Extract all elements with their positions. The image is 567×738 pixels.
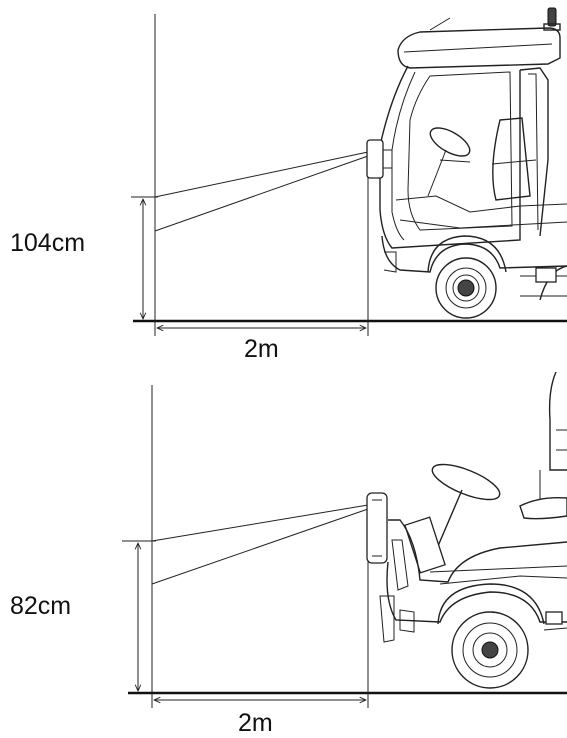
open-vehicle bbox=[366, 371, 567, 689]
beacon-light bbox=[547, 7, 557, 27]
cab-vehicle bbox=[366, 7, 567, 319]
distance-dimension bbox=[154, 156, 369, 336]
distance-label: 2m bbox=[244, 335, 279, 363]
height-dimension bbox=[131, 196, 158, 319]
light-beam bbox=[154, 151, 369, 232]
headlight bbox=[366, 492, 388, 564]
height-label: 82cm bbox=[10, 592, 71, 620]
height-dimension bbox=[122, 540, 156, 691]
height-label: 104cm bbox=[10, 229, 85, 257]
distance-dimension bbox=[151, 508, 369, 708]
panel-bottom: 82cm 2m bbox=[10, 371, 567, 737]
panel-top: 104cm 2m bbox=[10, 7, 567, 363]
headlight bbox=[366, 139, 384, 179]
front-wheel bbox=[435, 257, 497, 319]
light-beam bbox=[151, 504, 369, 585]
distance-label: 2m bbox=[238, 709, 273, 737]
front-wheel bbox=[451, 611, 529, 689]
